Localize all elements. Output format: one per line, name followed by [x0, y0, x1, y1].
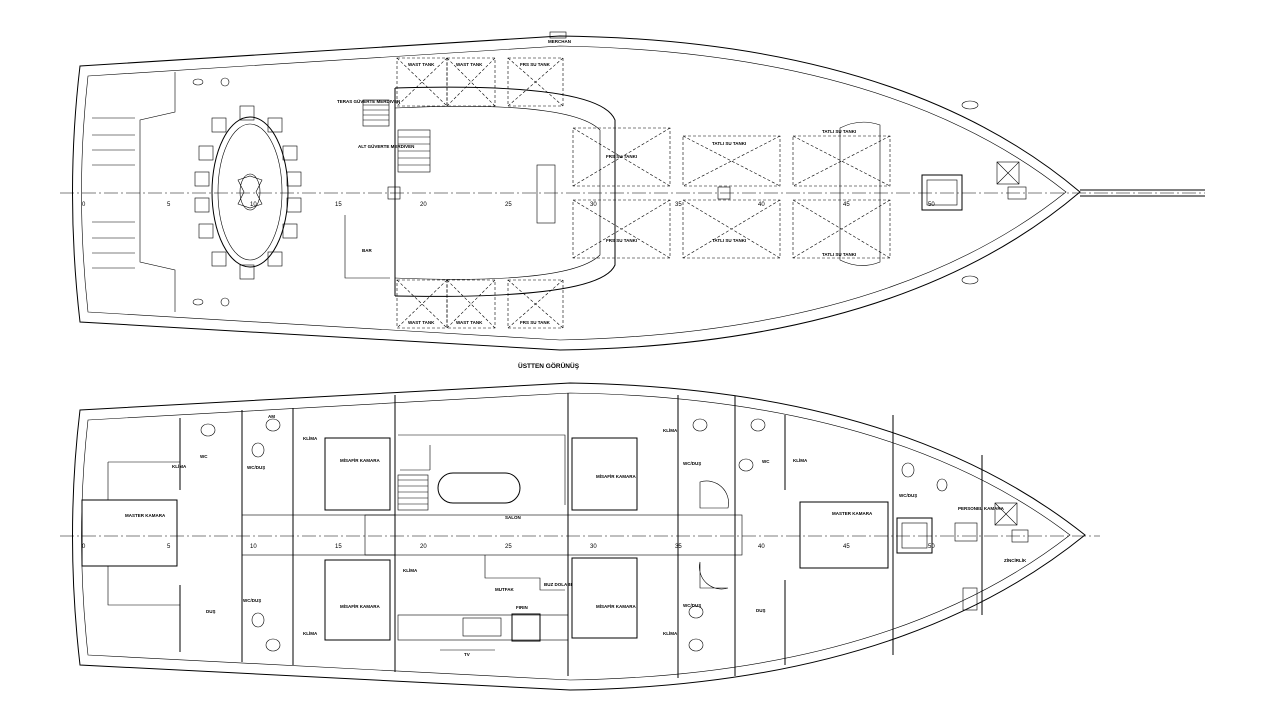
guest-cabin-label-2: MİSAFİR KAMARA	[340, 603, 380, 609]
waste-tank-label-3: WAST TANK	[408, 320, 435, 325]
guest-cabin-label-1: MİSAFİR KAMARA	[340, 457, 380, 463]
fresh-water-large-label-1: FRS SU TANKI	[606, 154, 637, 159]
kitchen-label: MUTFAK	[495, 587, 514, 592]
klima-label-2: KLİMA	[303, 435, 318, 441]
water-tank-label-2: TATLI SU TANKI	[712, 238, 746, 243]
bow-label: MERCHAN	[548, 39, 571, 44]
wc-fixtures	[200, 418, 948, 652]
stairs-down-label: ALT GÜVERTE MERDIVEN	[358, 143, 414, 149]
klima-label-7: KLİMA	[793, 457, 808, 463]
klima-label-1: KLİMA	[172, 463, 187, 469]
top-hull-inner	[81, 45, 1067, 341]
top-frame-45: 45	[843, 202, 850, 208]
tv-label: TV	[464, 652, 470, 657]
water-tank-label-3: TATLI SU TANKI	[822, 129, 856, 134]
guest-cabin-label-4: MİSAFİR KAMARA	[596, 603, 636, 609]
bottom-frame-10: 10	[250, 544, 257, 550]
shower-label-2: DUŞ	[756, 608, 766, 613]
wc-shower-label-2: WC/DUŞ	[243, 598, 261, 603]
bottom-frame-30: 30	[590, 544, 597, 550]
water-tank-label-1: TATLI SU TANKI	[712, 141, 746, 146]
deckhouse-outline	[394, 86, 616, 297]
bottom-frame-35: 35	[675, 544, 682, 550]
top-frame-40: 40	[758, 202, 765, 208]
shower-label-1: DUŞ	[206, 609, 216, 614]
klima-label-3: KLİMA	[403, 567, 418, 573]
wc-label-1: WC	[200, 454, 208, 459]
wc-label-2: WC	[762, 459, 770, 464]
wc-shower-label-4: WC/DUŞ	[683, 603, 701, 608]
bottom-frame-0: 0	[82, 544, 86, 550]
sink-label-1: AM	[268, 414, 275, 419]
top-frame-30: 30	[590, 202, 597, 208]
bottom-frame-50: 50	[928, 544, 935, 550]
bottom-frame-45: 45	[843, 544, 850, 550]
bottom-frame-40: 40	[758, 544, 765, 550]
guest-cabin-label-3: MİSAFİR KAMARA	[596, 473, 636, 479]
salon-label: SALON	[505, 515, 521, 520]
bar-label: BAR	[362, 248, 372, 253]
fresh-water-tank-label-2: FRS SU TANK	[520, 320, 551, 325]
bottom-frame-15: 15	[335, 544, 342, 550]
top-frame-25: 25	[505, 202, 512, 208]
fresh-water-tank-label-1: FRS SU TANK	[520, 62, 551, 67]
fresh-water-large-label-2: FRS SU TANKI	[606, 238, 637, 243]
klima-label-4: KLİMA	[303, 630, 318, 636]
waste-tank-label-4: WAST TANK	[456, 320, 483, 325]
chain-locker-label: ZİNCİRLİK	[1004, 557, 1027, 563]
top-frame-50: 50	[928, 202, 935, 208]
bottom-frame-20: 20	[420, 544, 427, 550]
stairs-up-label: TERAS GÜVERTE MERDIVEN	[337, 98, 400, 104]
master-cabin-fwd-label: MASTER KAMARA	[832, 511, 873, 516]
tanks-top	[396, 57, 891, 329]
bottom-hull-outline	[72, 382, 1086, 691]
fridge-cabinet-label: BUZ DOLABI	[544, 582, 572, 587]
top-frame-0: 0	[82, 202, 86, 208]
chairs	[194, 105, 302, 280]
klima-label-5: KLİMA	[663, 427, 678, 433]
wc-shower-label-5: WC/DUŞ	[899, 493, 917, 498]
top-hull-outline	[72, 35, 1081, 351]
klima-label-6: KLİMA	[663, 630, 678, 636]
top-frame-5: 5	[167, 202, 171, 208]
oval-table-seating	[211, 116, 289, 268]
top-view-title: ÜSTTEN GÖRÜNÜŞ	[518, 361, 580, 370]
wc-shower-label-3: WC/DUŞ	[683, 461, 701, 466]
personnel-cabin-label: PERSONEL KAMARA	[958, 506, 1005, 511]
water-tank-label-4: TATLI SU TANKI	[822, 252, 856, 257]
bottom-frame-25: 25	[505, 544, 512, 550]
oven-label: FIRIN	[516, 605, 528, 610]
bottom-frame-numbers: 0 5 10 15 20 25 30 35 40 45 50	[82, 544, 935, 550]
waste-tank-label-1: WAST TANK	[408, 62, 435, 67]
top-frame-numbers: 0 5 10 15 20 25 30 35 40 45 50	[82, 202, 935, 208]
top-frame-35: 35	[675, 202, 682, 208]
wc-shower-label-1: WC/DUŞ	[247, 465, 265, 470]
top-frame-20: 20	[420, 202, 427, 208]
bottom-frame-5: 5	[167, 544, 171, 550]
top-frame-10: 10	[250, 202, 257, 208]
top-view: TERAS GÜVERTE MERDIVEN ALT GÜVERTE MERDI…	[60, 31, 1205, 370]
bottom-view: MASTER KAMARA MASTER KAMARA MİSAFİR KAMA…	[60, 382, 1100, 691]
master-cabin-aft-label: MASTER KAMARA	[125, 513, 166, 518]
top-frame-15: 15	[335, 202, 342, 208]
waste-tank-label-2: WAST TANK	[456, 62, 483, 67]
